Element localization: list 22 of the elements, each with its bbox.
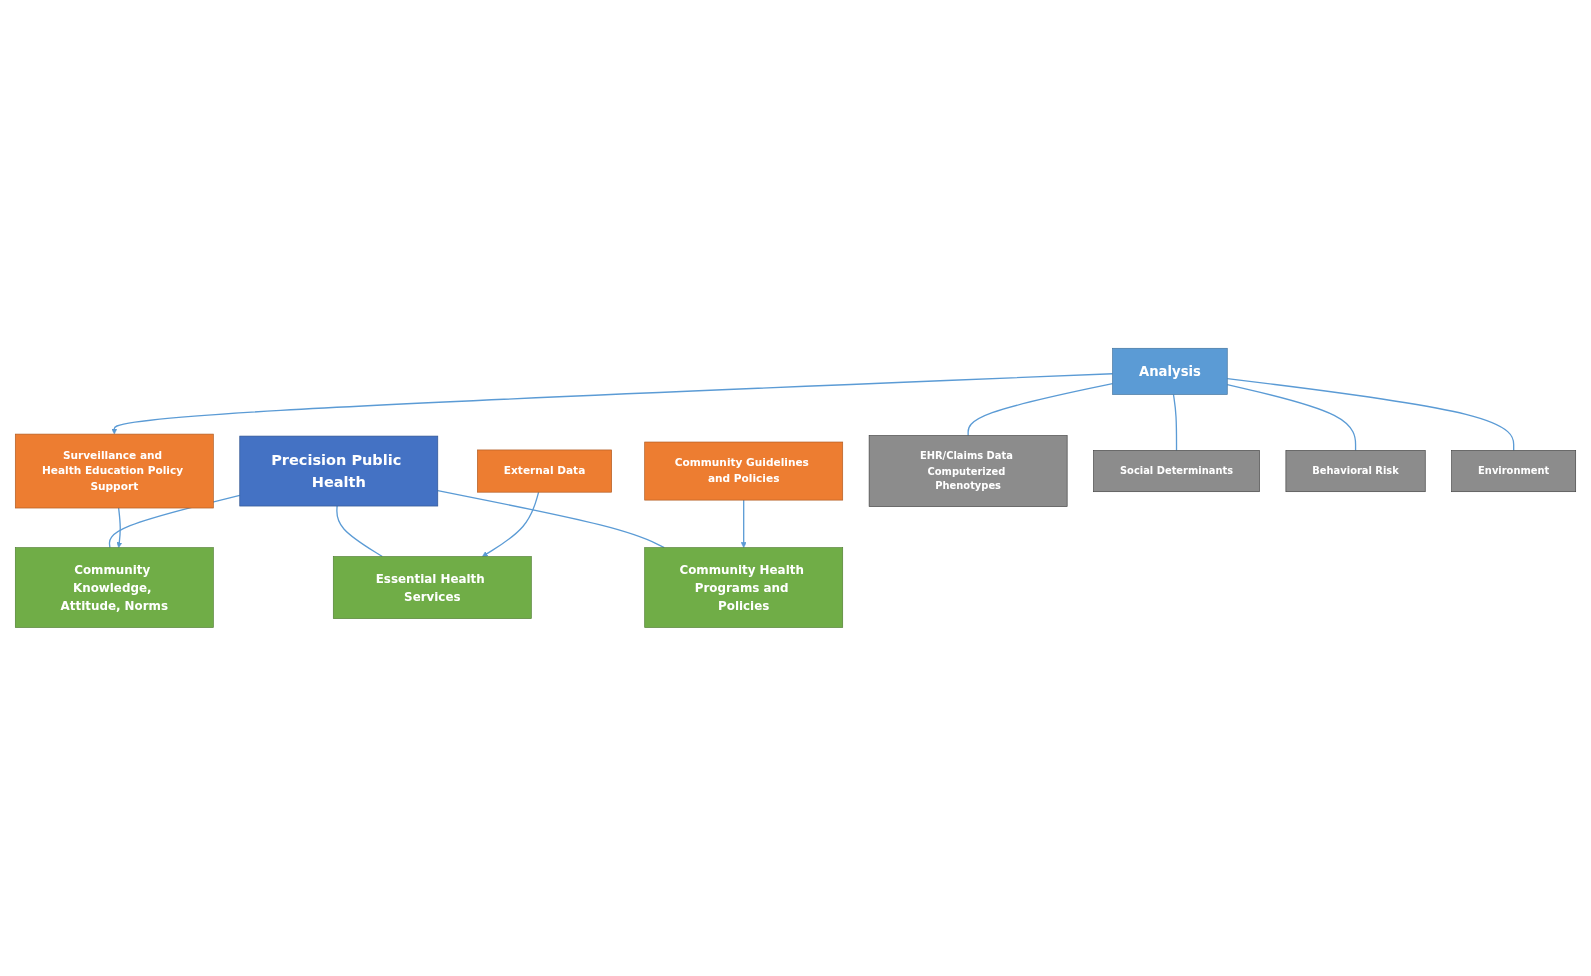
arrow (116, 507, 123, 548)
node-box: Environment (1451, 450, 1577, 493)
node-box: Community Guidelines and Policies (644, 441, 844, 501)
connector (336, 505, 383, 558)
node-box: Community Health Programs and Policies (644, 547, 844, 628)
arrow (740, 499, 747, 548)
node-box: External Data (477, 449, 612, 493)
node-box: Analysis (1112, 348, 1228, 395)
node-box: Essential Health Services (332, 556, 532, 620)
connector (967, 383, 1114, 437)
node-box: Behavioral Risk (1285, 450, 1426, 493)
node-box: Community Knowledge, Attitude, Norms (14, 547, 214, 628)
connector (1172, 393, 1178, 452)
connector (1226, 384, 1357, 452)
node-box: Social Determinants (1093, 450, 1260, 493)
node-box: Precision Public Health (239, 435, 439, 507)
node-box: Surveillance and Health Education Policy Support (14, 433, 214, 509)
arrow (482, 491, 540, 557)
connector (1226, 377, 1515, 452)
arrow (111, 373, 1114, 435)
node-box: EHR/Claims Data Computerized Phenotypes (868, 435, 1068, 507)
connector (437, 490, 665, 549)
